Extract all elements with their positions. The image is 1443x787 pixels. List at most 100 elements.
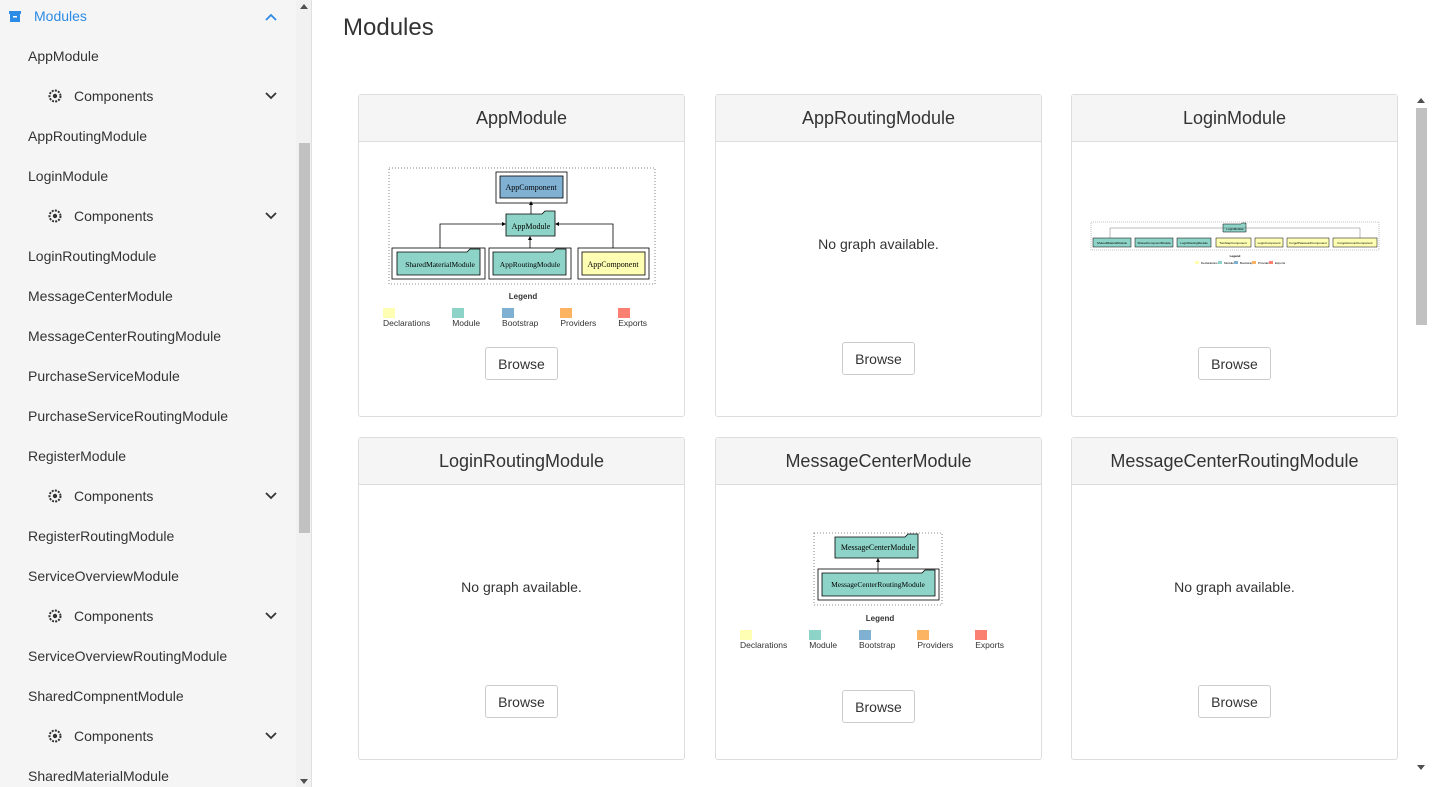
legend-item: Providers bbox=[1258, 261, 1271, 265]
graph-node-label: MessageCenterModule bbox=[841, 543, 916, 552]
module-dependency-graph[interactable]: LoginModule SharedMaterialModule SharedC… bbox=[1090, 220, 1380, 270]
chevron-down-icon bbox=[265, 732, 277, 740]
chevron-down-icon bbox=[265, 492, 277, 500]
components-gear-icon bbox=[48, 89, 62, 103]
browse-button[interactable]: Browse bbox=[1198, 685, 1271, 718]
graph-node-label: SharedCompnentModule bbox=[1137, 241, 1171, 245]
browse-button[interactable]: Browse bbox=[485, 685, 558, 718]
chevron-down-icon bbox=[265, 612, 277, 620]
sidebar-item-label: Components bbox=[74, 728, 154, 744]
legend-item: Providers bbox=[917, 629, 969, 650]
chevron-down-icon bbox=[265, 92, 277, 100]
legend-item: Module bbox=[1224, 261, 1234, 265]
legend-items: Declarations Module Bootstrap Providers … bbox=[740, 629, 1020, 650]
sidebar-item-module[interactable]: SharedCompnentModule bbox=[0, 676, 296, 716]
sidebar-item-module[interactable]: SharedMaterialModule bbox=[0, 756, 296, 787]
sidebar-components-toggle[interactable]: Components bbox=[0, 596, 296, 636]
sidebar-item-module[interactable]: AppRoutingModule bbox=[0, 116, 296, 156]
graph-node-label: SharedMaterialModule bbox=[1097, 241, 1128, 245]
graph-node-label: AppRoutingModule bbox=[500, 260, 561, 269]
no-graph-message: No graph available. bbox=[1174, 579, 1295, 595]
legend-item: Bootstrap bbox=[859, 629, 911, 650]
sidebar-item-module[interactable]: RegisterRoutingModule bbox=[0, 516, 296, 556]
legend-item: Declarations bbox=[740, 629, 803, 650]
sidebar-item-module[interactable]: RegisterModule bbox=[0, 436, 296, 476]
graph-node-label: SharedMaterialModule bbox=[405, 260, 475, 269]
graph-node-label: MessageCenterRoutingModule bbox=[831, 580, 925, 589]
sidebar-item-label: SharedMaterialModule bbox=[28, 768, 169, 784]
legend-title: Legend bbox=[508, 292, 538, 301]
components-gear-icon bbox=[48, 209, 62, 223]
sidebar-item-label: ServiceOverviewModule bbox=[28, 568, 179, 584]
sidebar-item-label: MessageCenterRoutingModule bbox=[28, 328, 221, 344]
scroll-down-arrow-icon[interactable] bbox=[1416, 764, 1426, 772]
scroll-up-arrow-icon[interactable] bbox=[1416, 96, 1426, 104]
sidebar-item-label: MessageCenterModule bbox=[28, 288, 173, 304]
sidebar-item-module[interactable]: PurchaseServiceModule bbox=[0, 356, 296, 396]
browse-button[interactable]: Browse bbox=[842, 342, 915, 375]
sidebar-item-module[interactable]: ServiceOverviewRoutingModule bbox=[0, 636, 296, 676]
main-content: Modules AppModule AppComponent AppModule… bbox=[313, 0, 1443, 787]
components-gear-icon bbox=[48, 609, 62, 623]
sidebar-item-module[interactable]: MessageCenterRoutingModule bbox=[0, 316, 296, 356]
sidebar-item-module[interactable]: AppModule bbox=[0, 36, 296, 76]
legend-item: Providers bbox=[560, 307, 612, 328]
legend-item: Module bbox=[452, 307, 496, 328]
sidebar-item-label: RegisterModule bbox=[28, 448, 127, 464]
main-scrollbar-thumb[interactable] bbox=[1416, 108, 1427, 325]
legend-title: Legend bbox=[865, 614, 895, 623]
sidebar-components-toggle[interactable]: Components bbox=[0, 76, 296, 116]
sidebar-item-label: AppModule bbox=[28, 48, 99, 64]
no-graph-message: No graph available. bbox=[818, 236, 939, 252]
components-gear-icon bbox=[48, 489, 62, 503]
card-title: LoginModule bbox=[1072, 95, 1397, 142]
card-title: MessageCenterRoutingModule bbox=[1072, 438, 1397, 485]
legend-item: Exports bbox=[975, 629, 1020, 650]
module-card-app: AppModule AppComponent AppModule SharedM… bbox=[358, 94, 685, 417]
sidebar-item-label: AppRoutingModule bbox=[28, 128, 148, 144]
scroll-down-arrow-icon[interactable] bbox=[299, 778, 309, 786]
module-card-message-center-routing: MessageCenterRoutingModule No graph avai… bbox=[1071, 437, 1398, 760]
sidebar-item-module[interactable]: MessageCenterModule bbox=[0, 276, 296, 316]
graph-legend: Legend Declarations Module Bootstrap Pro… bbox=[740, 614, 1020, 650]
legend-item: Declarations bbox=[1201, 261, 1218, 265]
module-dependency-graph[interactable]: AppComponent AppModule SharedMaterialMod… bbox=[387, 166, 657, 286]
sidebar-item-label: PurchaseServiceModule bbox=[28, 368, 180, 384]
module-dependency-graph[interactable]: MessageCenterModule MessageCenterRouting… bbox=[812, 531, 944, 607]
sidebar-components-toggle[interactable]: Components bbox=[0, 716, 296, 756]
sidebar-item-label: Components bbox=[74, 208, 154, 224]
legend-items: Declarations Module Bootstrap Providers … bbox=[383, 307, 663, 328]
sidebar-item-module[interactable]: PurchaseServiceRoutingModule bbox=[0, 396, 296, 436]
graph-node-label: AppComponent bbox=[587, 260, 639, 269]
browse-button[interactable]: Browse bbox=[1198, 347, 1271, 380]
page-title: Modules bbox=[343, 14, 434, 41]
sidebar-item-label: LoginModule bbox=[28, 168, 109, 184]
browse-button[interactable]: Browse bbox=[842, 690, 915, 723]
components-gear-icon bbox=[48, 729, 62, 743]
sidebar-item-module[interactable]: LoginRoutingModule bbox=[0, 236, 296, 276]
sidebar-components-toggle[interactable]: Components bbox=[0, 476, 296, 516]
archive-icon bbox=[9, 11, 21, 22]
legend-title: Legend bbox=[1230, 254, 1241, 258]
sidebar-scrollbar-thumb[interactable] bbox=[299, 143, 310, 533]
graph-node-label: AppComponent bbox=[505, 183, 557, 192]
legend-item: Exports bbox=[618, 307, 663, 328]
card-title: LoginRoutingModule bbox=[359, 438, 684, 485]
sidebar-item-module[interactable]: ServiceOverviewModule bbox=[0, 556, 296, 596]
scroll-up-arrow-icon[interactable] bbox=[299, 2, 309, 10]
sidebar-item-module[interactable]: LoginModule bbox=[0, 156, 296, 196]
browse-button[interactable]: Browse bbox=[485, 347, 558, 380]
graph-node-label: LoginRoutingModule bbox=[1180, 241, 1208, 245]
legend-item: Module bbox=[809, 629, 853, 650]
sidebar-item-label: ServiceOverviewRoutingModule bbox=[28, 648, 228, 664]
sidebar-modules-header[interactable]: Modules bbox=[0, 0, 296, 36]
graph-node-label: ForgotAccountComponent bbox=[1337, 241, 1372, 245]
chevron-down-icon bbox=[265, 212, 277, 220]
card-title: MessageCenterModule bbox=[716, 438, 1041, 485]
card-title: AppModule bbox=[359, 95, 684, 142]
graph-legend: Legend Declarations Module Bootstrap Pro… bbox=[383, 292, 663, 328]
graph-node-label: LoginComponent bbox=[1258, 241, 1281, 245]
sidebar-components-toggle[interactable]: Components bbox=[0, 196, 296, 236]
module-card-login-routing: LoginRoutingModule No graph available. B… bbox=[358, 437, 685, 760]
